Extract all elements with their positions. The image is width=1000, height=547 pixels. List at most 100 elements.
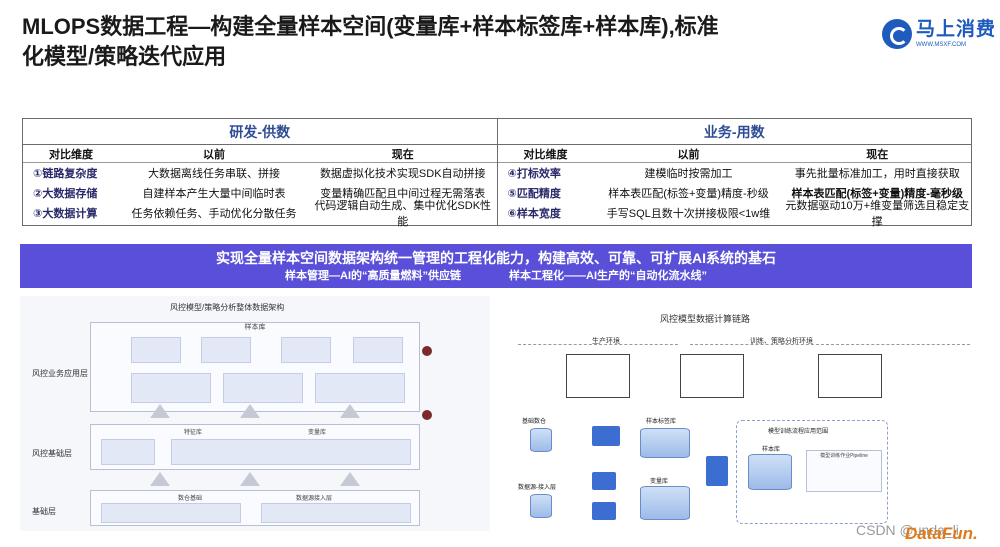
module-block [261,503,411,523]
row-before: 自建样本产生大量中间临时表 [119,185,309,201]
right-heading: 业务-用数 [498,119,972,145]
row-before: 大数据离线任务串联、拼接 [119,165,309,181]
row-key: ①链路复杂度 [23,165,119,181]
panel-heading: 样本库 [91,323,419,333]
datafun-logo: DataFun. [905,524,978,544]
slide-title-line1: MLOPS数据工程—构建全量样本空间(变量库+样本标签库+样本库),标准 [22,12,862,42]
layer-label-application: 风控业务应用层 [32,368,88,379]
table-row: ⑥样本宽度 手写SQL且数十次拼接极限<1w维 元数据驱动10万+维变量筛选且稳… [498,203,972,223]
up-arrow-icon [150,404,170,418]
variable-lib-label: 变量库 [650,476,668,485]
layer-label-base: 基础层 [32,506,56,517]
info-box [566,354,630,398]
up-arrow-icon [340,472,360,486]
process-block [592,502,616,520]
col-before: 以前 [594,146,784,162]
table-header-row: 对比维度 以前 现在 [498,145,972,163]
warehouse-label: 数仓基础 [178,493,202,502]
module-block [131,337,181,363]
module-block [101,503,241,523]
row-now: 元数据驱动10万+维变量筛选且稳定支撑 [784,197,972,229]
table-row: ④打标效率 建模临时按需加工 事先批量标准加工，用时直接获取 [498,163,972,183]
base-warehouse-label: 基础数仓 [522,416,546,425]
left-heading: 研发-供数 [23,119,497,145]
col-now: 现在 [309,146,497,162]
sample-db-icon [748,454,792,490]
base-panel: 数仓基础 数据源接入层 [90,490,420,526]
process-block [592,426,620,446]
pipeline-label: 模型训练作业Pipeline [807,451,881,461]
row-now: 代码逻辑自动生成、集中优化SDK性能 [309,197,497,229]
col-before: 以前 [119,146,309,162]
row-key: ⑤匹配精度 [498,185,594,201]
row-before: 手写SQL且数十次拼接极限<1w维 [594,205,784,221]
module-block [201,337,251,363]
banner-sample-management: 样本管理—AI的“高质量燃料”供应链 [285,269,461,283]
table-row: ③大数据计算 任务依赖任务、手动优化分散任务 代码逻辑自动生成、集中优化SDK性… [23,203,497,223]
info-box [680,354,744,398]
sample-label-lib-label: 样本标签库 [646,416,676,425]
row-key: ⑥样本宽度 [498,205,594,221]
sample-label-db-icon [640,428,690,458]
source-access-label: 数据源接入层 [296,493,332,502]
banner-line1: 实现全量样本空间数据架构统一管理的工程化能力，构建高效、可靠、可扩展AI系统的基… [20,250,972,267]
up-arrow-icon [150,472,170,486]
module-block [353,337,403,363]
source-access-label: 数据源-接入层 [518,482,556,491]
comparison-table: 研发-供数 对比维度 以前 现在 ①链路复杂度 大数据离线任务串联、拼接 数据虚… [22,118,972,226]
module-block [223,373,303,403]
env-divider [518,344,678,345]
info-box [818,354,882,398]
module-block [281,337,331,363]
table-header-row: 对比维度 以前 现在 [23,145,497,163]
comparison-left-half: 研发-供数 对比维度 以前 现在 ①链路复杂度 大数据离线任务串联、拼接 数据虚… [23,119,497,225]
module-block [315,373,405,403]
user-avatar-icon [422,410,432,420]
col-now: 现在 [784,146,972,162]
logo-name: 马上消费 [916,19,996,41]
row-before: 建模临时按需加工 [594,165,784,181]
feature-library-label: 特征库 [184,427,202,436]
row-key: ②大数据存储 [23,185,119,201]
variable-db-icon [640,486,690,520]
row-before: 样本表匹配(标签+变量)精度-秒级 [594,185,784,201]
diagram-left-title: 风控模型/策略分析整体数据架构 [170,302,284,313]
col-dimension: 对比维度 [498,146,594,162]
sample-lib-label: 样本库 [762,444,780,453]
logo-mark-icon [882,19,912,49]
up-arrow-icon [340,404,360,418]
architecture-diagram: 风控模型/策略分析整体数据架构 风控业务应用层 风控基础层 基础层 样本库 特征… [20,296,490,531]
database-icon [530,428,552,452]
logo-url: WWW.MSXF.COM [916,41,996,49]
database-icon [530,494,552,518]
training-scope-label: 模型训练流程应用范围 [768,426,828,435]
up-arrow-icon [240,472,260,486]
compute-chain-diagram: 风控模型数据计算链路 生产环境 训练、策略分析环境 基础数仓 数据源-接入层 样… [500,296,990,536]
user-avatar-icon [422,346,432,356]
env-divider [690,344,970,345]
row-now: 事先批量标准加工，用时直接获取 [784,165,972,181]
slide-title-line2: 化模型/策略迭代应用 [22,42,862,72]
row-key: ③大数据计算 [23,205,119,221]
table-row: ①链路复杂度 大数据离线任务串联、拼接 数据虚拟化技术实现SDK自动拼接 [23,163,497,183]
module-block [101,439,155,465]
feature-variable-panel: 特征库 变量库 [90,424,420,470]
module-block [131,373,211,403]
process-block [706,456,728,486]
row-now: 数据虚拟化技术实现SDK自动拼接 [309,165,497,181]
company-logo: 马上消费 WWW.MSXF.COM [882,10,1000,58]
process-block [592,472,616,490]
up-arrow-icon [240,404,260,418]
variable-library-label: 变量库 [308,427,326,436]
col-dimension: 对比维度 [23,146,119,162]
module-block [171,439,411,465]
row-before: 任务依赖任务、手动优化分散任务 [119,205,309,221]
pipeline-panel: 模型训练作业Pipeline [806,450,882,492]
diagram-right-title: 风控模型数据计算链路 [660,312,750,325]
banner-line2: 样本管理—AI的“高质量燃料”供应链 样本工程化——AI生产的“自动化流水线” [20,269,972,283]
slide-title: MLOPS数据工程—构建全量样本空间(变量库+样本标签库+样本库),标准 化模型… [22,12,862,72]
sample-library-panel: 样本库 [90,322,420,412]
layer-label-risk-base: 风控基础层 [32,448,72,459]
comparison-right-half: 业务-用数 对比维度 以前 现在 ④打标效率 建模临时按需加工 事先批量标准加工… [497,119,972,225]
row-key: ④打标效率 [498,165,594,181]
